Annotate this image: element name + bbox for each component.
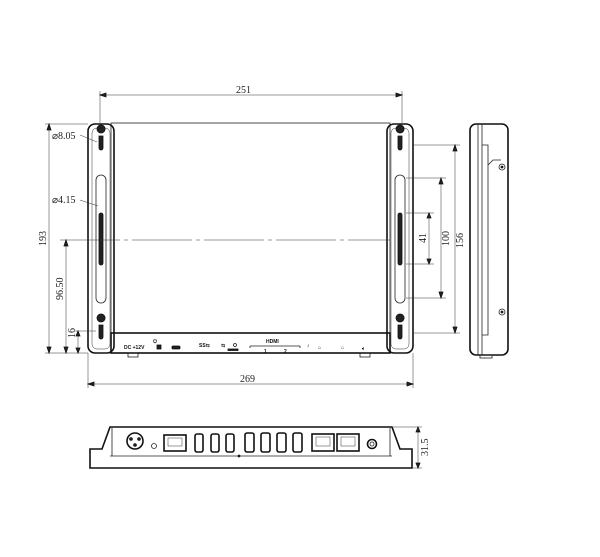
hdmi-port-2: [260, 432, 271, 453]
dim-center-height: 96.50: [55, 278, 66, 301]
speaker-icon: 🔈︎: [361, 346, 365, 352]
rear-lan-port-left: [163, 434, 187, 452]
hdmi-port-4: [292, 432, 303, 453]
hdmi-bracket: [249, 345, 301, 348]
left-bracket: [87, 123, 115, 354]
lan2-icon: ⌂: [341, 345, 344, 351]
dim-depth: 31.5: [420, 439, 431, 457]
dim-mount-outer: 156: [455, 233, 466, 248]
keyhole-bottom-right: [395, 313, 405, 340]
hdmi-port-3: [276, 432, 287, 453]
slot-left: [95, 174, 107, 304]
keyhole-top-right: [395, 124, 405, 151]
hdmi-sub-left: 1: [264, 349, 267, 355]
usb-port-1: [194, 433, 204, 453]
dim-overall-width: 251: [236, 85, 251, 96]
power-button-rear: [151, 443, 157, 449]
dc-label: DC +12V: [124, 345, 145, 351]
usb-led: [233, 343, 237, 347]
foot-right: [359, 352, 371, 358]
dimension-lines: 251 269 193 96.50 16 ⌀8.05 ⌀4.15 156: [38, 85, 466, 388]
power-icon: ⏻: [153, 339, 157, 345]
hdmi-sub-right: 2: [284, 349, 287, 355]
rear-lan-port-1: [311, 433, 335, 452]
dc-jack: [126, 432, 144, 450]
slot-right-inner: [397, 212, 403, 266]
foot-left: [127, 352, 139, 358]
slot-right: [394, 174, 406, 304]
dim-bracket-width: 269: [240, 374, 255, 385]
dim-slot-length: 41: [418, 233, 429, 243]
hdmi-port-1: [244, 432, 255, 453]
front-view: [60, 122, 414, 358]
usb-small-bar: [227, 348, 239, 351]
dim-hole-large: ⌀8.05: [52, 131, 76, 142]
usb2-icon: ⇆: [221, 343, 225, 349]
keyhole-top-left: [96, 124, 106, 151]
side-screw-bottom: [498, 308, 506, 316]
dim-hole-small: ⌀4.15: [52, 195, 76, 206]
hdmi-label: HDMI: [266, 339, 279, 345]
audio-icon: ♪: [307, 343, 310, 349]
front-io-strip: [110, 332, 391, 354]
usb-port-2: [210, 433, 220, 453]
dim-mount-inner: 100: [441, 231, 452, 246]
right-bracket: [386, 123, 414, 354]
usb3-icon: SS⇆: [199, 343, 210, 349]
audio-jack: [366, 438, 378, 450]
keyhole-bottom-left: [96, 313, 106, 340]
dim-bottom-offset: 16: [67, 328, 78, 338]
rear-lan-port-2: [336, 433, 360, 452]
dim-overall-height: 193: [38, 231, 49, 246]
front-port-labels: DC +12V ⏻ SS⇆ ⇆ HDMI 1 2 ♪ ⌂ ⌂ 🔈︎: [124, 339, 365, 355]
reset-slot: [171, 345, 181, 350]
slot-left-inner: [98, 212, 104, 266]
display-panel: [110, 122, 391, 334]
power-button: [156, 344, 162, 350]
lan1-icon: ⌂: [318, 345, 321, 351]
side-screw-top: [498, 163, 506, 171]
side-view: [469, 123, 509, 359]
usb-port-3: [225, 433, 235, 453]
rear-view: 31.5: [89, 425, 431, 470]
